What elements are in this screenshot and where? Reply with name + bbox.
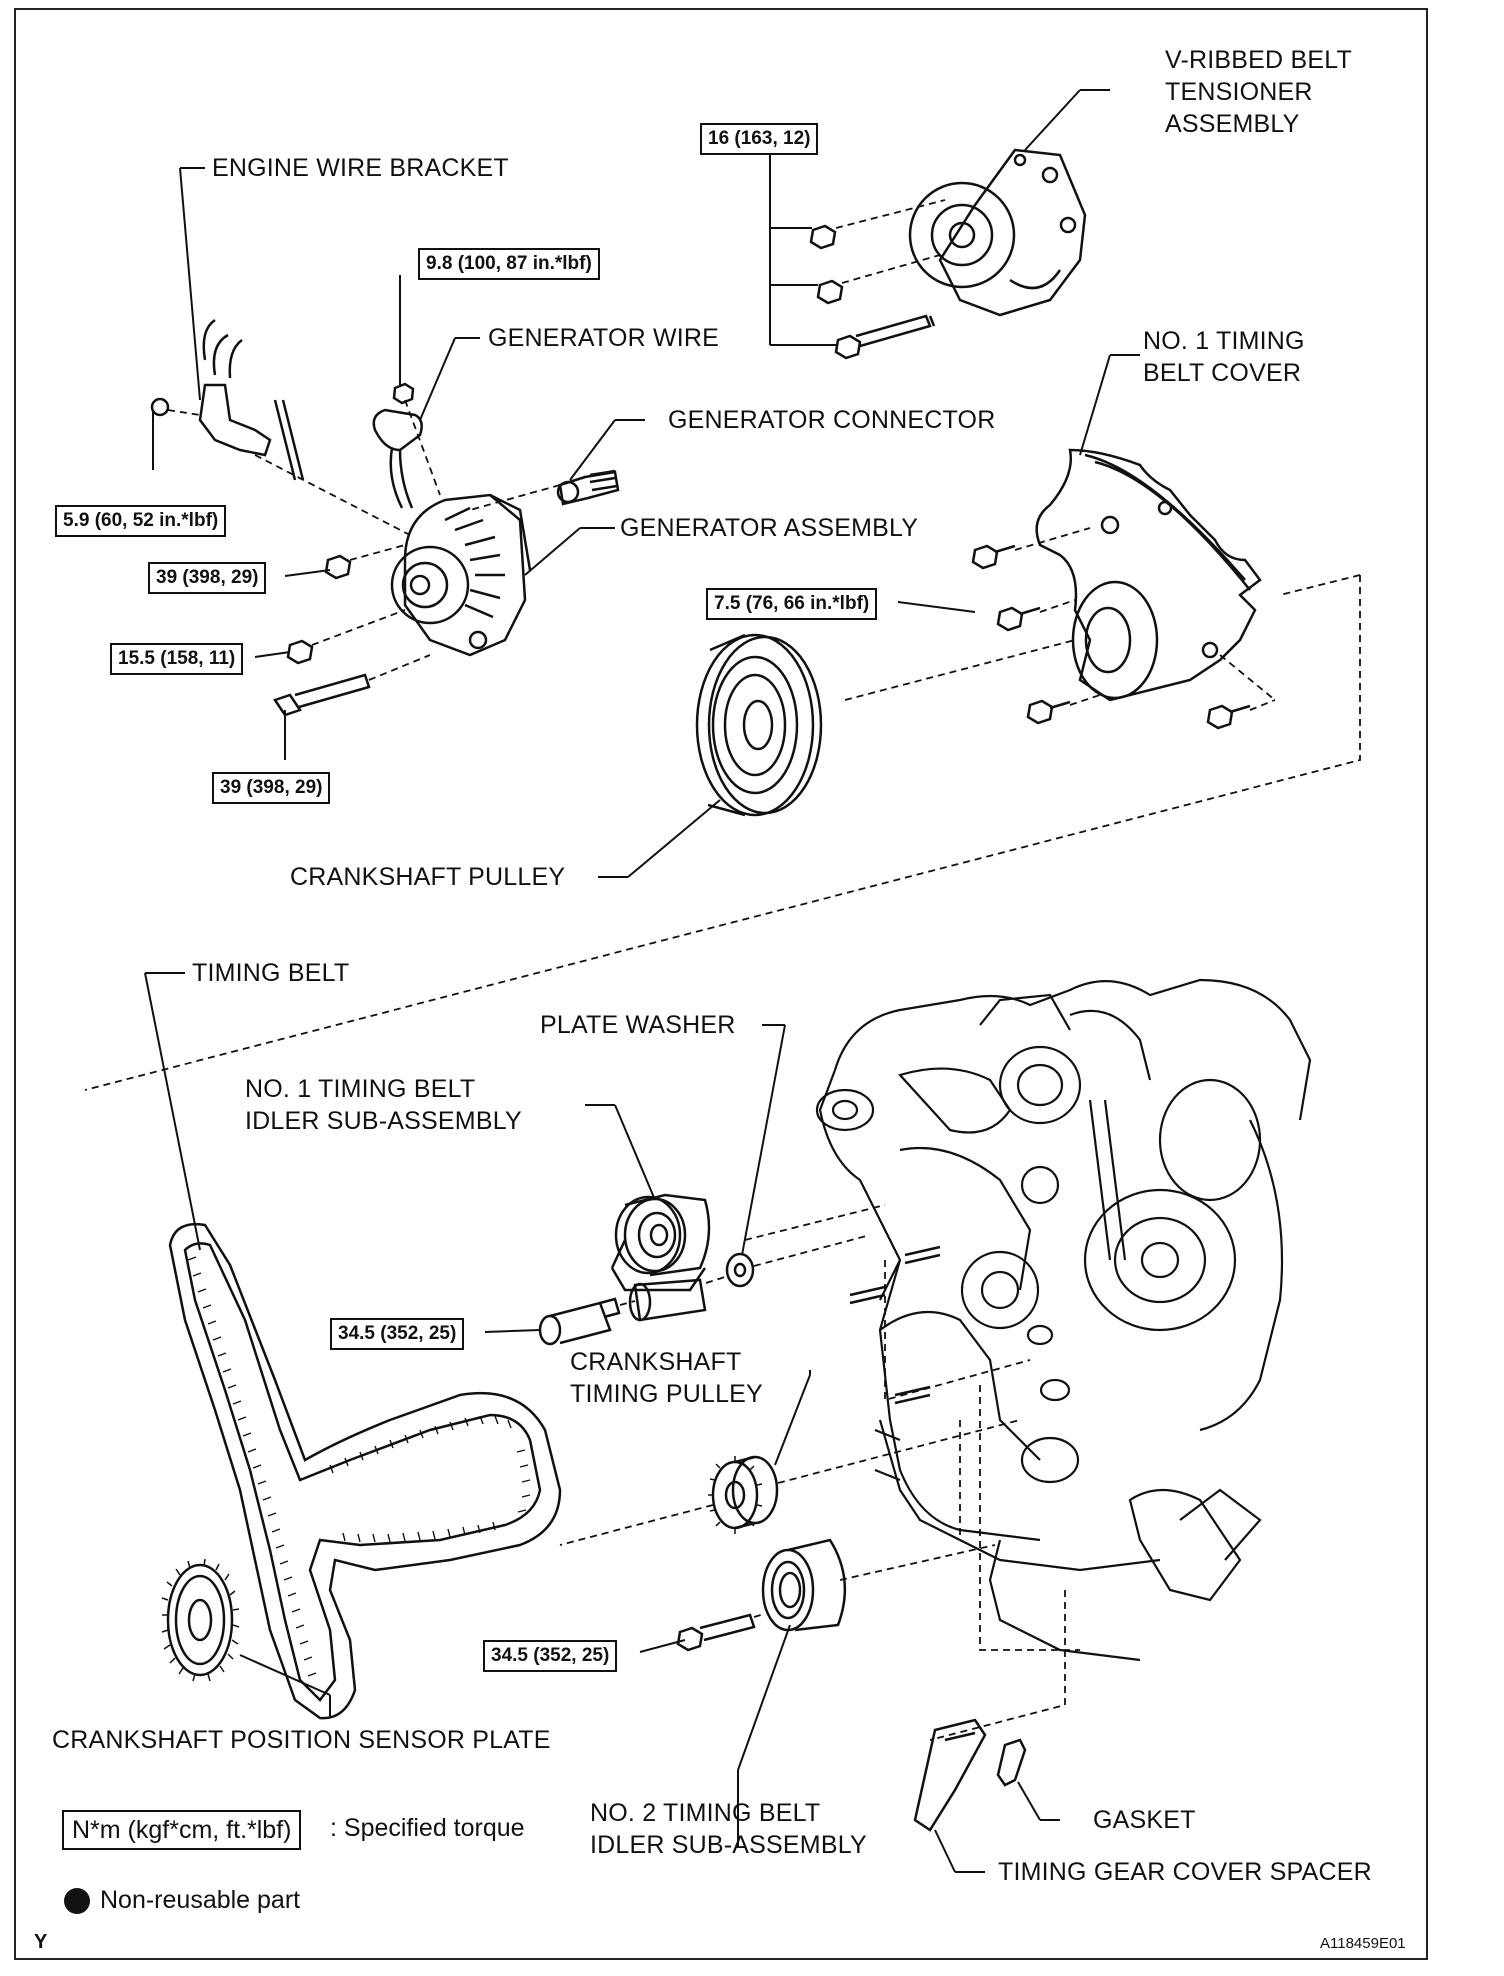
v-ribbed-belt-tensioner-drawing	[908, 148, 1087, 317]
figure-code: A118459E01	[1320, 1935, 1406, 1952]
label-crankshaft-timing-pulley: CRANKSHAFT TIMING PULLEY	[570, 1348, 763, 1408]
no1-timing-belt-cover-drawing	[1035, 448, 1262, 702]
torque-idler-1: 34.5 (352, 25)	[330, 1318, 465, 1350]
timing-belt-teeth	[187, 1256, 531, 1677]
cover-bolts-drawing	[971, 544, 1251, 730]
label-leader-lines	[144, 167, 1140, 1873]
torque-bracket-bolt: 5.9 (60, 52 in.*lbf)	[55, 505, 227, 537]
idler2-bolt-drawing	[676, 1613, 756, 1652]
label-plate-washer: PLATE WASHER	[540, 1011, 736, 1039]
tensioner-leaders	[769, 89, 1110, 346]
gasket-drawing	[996, 1738, 1027, 1787]
label-gasket: GASKET	[1093, 1806, 1196, 1834]
label-no1-idler: NO. 1 TIMING BELT IDLER SUB-ASSEMBLY	[245, 1075, 522, 1135]
label-v-ribbed-belt-tensioner: V-RIBBED BELT TENSIONER ASSEMBLY	[1165, 46, 1352, 138]
plate-washer-drawing	[725, 1252, 755, 1288]
crankshaft-pulley-drawing	[695, 633, 823, 817]
torque-generator-bolt: 39 (398, 29)	[212, 772, 331, 804]
torque-generator-wire-nut: 9.8 (100, 87 in.*lbf)	[418, 248, 600, 280]
bracket-dashed-guides	[167, 409, 411, 536]
idler1-dashed-guides	[619, 1234, 871, 1306]
torque-idler-2: 34.5 (352, 25)	[483, 1640, 618, 1672]
generator-assembly-drawing	[390, 493, 532, 657]
timing-gear-cover-spacer-drawing	[913, 1718, 987, 1832]
generator-fasteners-drawing	[273, 554, 371, 717]
engine-block-drawing	[815, 978, 1312, 1662]
torque-tensioner: 16 (163, 12)	[700, 123, 819, 155]
generator-connector-drawing	[556, 469, 620, 506]
label-no1-timing-belt-cover: NO. 1 TIMING BELT COVER	[1143, 327, 1305, 387]
cover-dashed-guides	[1014, 527, 1276, 711]
tensioner-dashed-guides	[835, 199, 946, 284]
engine-wire-bracket-drawing	[150, 318, 305, 481]
timing-belt-drawing	[168, 1222, 562, 1720]
diagram-frame	[14, 8, 1428, 1960]
label-no2-idler: NO. 2 TIMING BELT IDLER SUB-ASSEMBLY	[590, 1799, 867, 1859]
idler2-dashed-guides	[753, 1544, 996, 1618]
no2-timing-belt-idler-drawing	[761, 1538, 847, 1632]
label-generator-connector: GENERATOR CONNECTOR	[668, 406, 996, 434]
label-crank-position-sensor-plate: CRANKSHAFT POSITION SENSOR PLATE	[52, 1726, 551, 1754]
tensioner-bolts-drawing	[809, 224, 936, 360]
non-reusable-dot-icon	[64, 1888, 90, 1914]
generator-wire-drawing	[372, 382, 423, 509]
torque-cover-bolt: 7.5 (76, 66 in.*lbf)	[706, 588, 878, 620]
torque-generator-nut-2: 15.5 (158, 11)	[110, 643, 244, 675]
idler1-bolt-drawing	[538, 1297, 621, 1346]
legend-torque-box: N*m (kgf*cm, ft.*lbf)	[62, 1810, 302, 1850]
legend-nonreusable: Non-reusable part	[100, 1886, 301, 1914]
legend-torque-text: : Specified torque	[330, 1814, 525, 1842]
torque-generator-nut: 39 (398, 29)	[148, 562, 267, 594]
label-generator-assembly: GENERATOR ASSEMBLY	[620, 514, 919, 542]
label-crankshaft-pulley: CRANKSHAFT PULLEY	[290, 863, 566, 891]
pulley-dashed-guides	[84, 574, 1361, 1091]
wire-dashed-guides	[404, 399, 561, 511]
crankshaft-timing-pulley-drawing	[708, 1455, 779, 1534]
label-timing-gear-cover-spacer: TIMING GEAR COVER SPACER	[998, 1858, 1372, 1886]
crank-pulley-dashed-guides	[559, 1419, 1021, 1546]
crankshaft-position-sensor-plate-drawing	[161, 1558, 240, 1682]
label-engine-wire-bracket: ENGINE WIRE BRACKET	[212, 154, 509, 182]
label-generator-wire: GENERATOR WIRE	[488, 324, 720, 352]
no1-timing-belt-idler-drawing	[610, 1193, 711, 1322]
engine-dashed-guides	[744, 1204, 1080, 1741]
generator-dashed-guides	[311, 544, 431, 681]
footer-left-mark: Y	[34, 1931, 48, 1953]
label-timing-belt: TIMING BELT	[192, 959, 350, 987]
